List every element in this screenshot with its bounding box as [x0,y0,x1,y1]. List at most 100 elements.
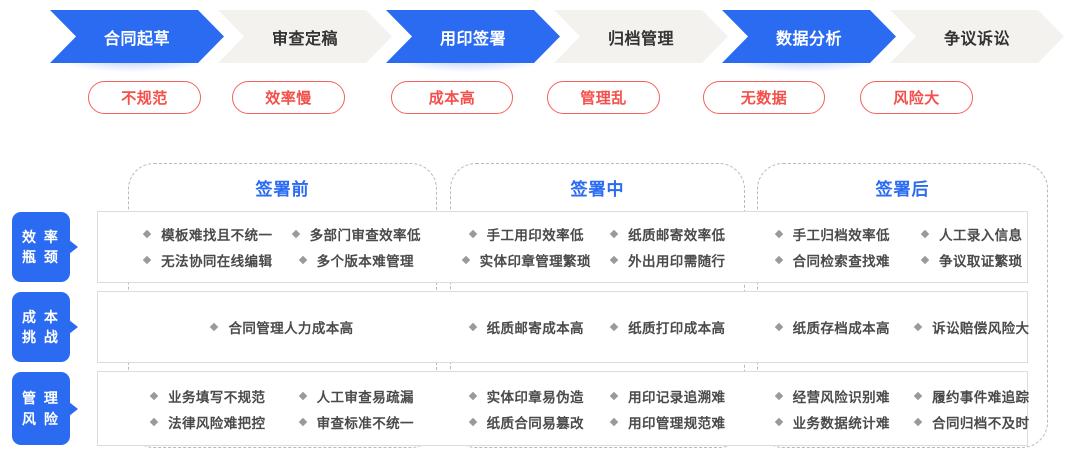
matrix-list-item: 实体印章管理繁琐 [456,250,598,270]
matrix-list-item: 纸质邮寄效率低 [598,224,740,244]
matrix-list-item: 经营风险识别难 [763,386,903,406]
row-tag-line-2: 风 险 [22,410,60,427]
diamond-bullet-icon [142,229,152,239]
diamond-bullet-icon [298,417,307,426]
pain-point-badge-5[interactable]: 无数据 [703,81,825,114]
matrix-list-item: 用印记录追溯难 [598,386,740,406]
matrix-list-item-label: 无法协同在线编辑 [161,254,273,269]
matrix-list-item-label: 法律风险难把控 [168,415,266,431]
matrix-list-item: 人工审查易疏漏 [283,386,432,406]
matrix-list-item: 纸质存档成本高 [763,317,903,337]
matrix-list-item-label: 模板难找且不统一 [161,228,273,243]
matrix-cell-r1-c1: 模板难找且不统一 多部门审查效率低无法协同在线编辑多个版本难管理 [134,211,431,283]
matrix-list-item: 业务数据统计难 [763,412,903,432]
matrix-list-item: 模板难找且不统一 [134,224,283,244]
matrix-list-item-label: 用印记录追溯难 [628,389,726,405]
matrix-list-item: 多个版本难管理 [283,250,432,270]
process-flow: 合同起草 审查定稿 用印签署 归档管理 数据分析 争议诉讼 [0,10,1080,72]
diamond-bullet-icon [291,229,300,239]
matrix-cell-r3-c3: 经营风险识别难 履约事件难追踪业务数据统计难 合同归档不及时 [763,371,1042,446]
matrix-cell-r3-c1: 业务填写不规范 人工审查易疏漏法律风险难把控 审查标准不统一 [134,371,431,446]
pain-point-badge-1[interactable]: 不规范 [88,81,201,114]
matrix-list-item: 用印管理规范难 [598,412,740,432]
matrix-row-1 [97,211,1028,283]
flow-step-label: 审查定稿 [271,30,338,48]
matrix-list-item-label: 合同归档不及时 [932,415,1030,431]
matrix-list-item: 合同检索查找难 [763,250,903,270]
matrix-row-2 [97,291,1028,363]
matrix-list-item-label: 多部门审查效率低 [309,228,421,243]
matrix-list-item: 业务填写不规范 [134,386,283,406]
pain-point-badge-4[interactable]: 管理乱 [547,81,660,114]
diamond-bullet-icon [609,322,619,332]
diamond-bullet-icon [609,229,619,239]
diamond-bullet-icon [468,391,477,400]
matrix-cell-r2-c1: 合同管理人力成本高 [134,291,431,363]
matrix-list-item: 外出用印需随行 [598,250,740,270]
diamond-bullet-icon [298,391,307,400]
diamond-bullet-icon [774,391,783,400]
matrix-cell-r2-c3: 纸质存档成本高 诉讼赔偿风险大 [763,291,1042,363]
matrix-list-item: 手工用印效率低 [456,224,598,244]
diamond-bullet-icon [774,229,783,239]
diamond-bullet-icon [913,322,923,332]
diamond-bullet-icon [142,255,152,265]
matrix-column-title-2: 签署中 [570,179,625,199]
diamond-bullet-icon [920,255,930,265]
diamond-bullet-icon [298,255,307,265]
flow-step-3[interactable]: 用印签署 [386,10,560,72]
matrix-list-item-label: 争议取证繁琐 [939,254,1023,269]
matrix-row-tag-3: 管 理风 险 [12,372,78,445]
matrix-list-item-label: 纸质邮寄成本高 [486,321,584,336]
flow-step-label: 争议诉讼 [943,30,1010,48]
diamond-bullet-icon [149,417,159,426]
flow-step-label: 用印签署 [439,30,506,48]
flow-step-1[interactable]: 合同起草 [50,10,224,72]
row-tag-line-1: 成 本 [22,308,60,325]
diamond-bullet-icon [774,322,783,332]
matrix-list-item: 人工录入信息 [903,224,1043,244]
matrix-row-3 [97,371,1028,446]
matrix-list-item-label: 手工用印效率低 [486,228,584,243]
flow-step-5[interactable]: 数据分析 [722,10,896,72]
row-tag-line-1: 管 理 [22,390,60,407]
matrix-list-item-label: 人工审查易疏漏 [316,389,414,405]
matrix-list-item-label: 审查标准不统一 [316,415,414,431]
matrix-list-item: 纸质打印成本高 [598,317,740,337]
flow-step-4[interactable]: 归档管理 [554,10,728,63]
matrix-list-item-label: 合同管理人力成本高 [228,321,354,336]
matrix-list-item-label: 诉讼赔偿风险大 [932,321,1030,336]
matrix-list-item: 纸质合同易篡改 [456,412,598,432]
diamond-bullet-icon [210,322,219,332]
matrix-list-item: 审查标准不统一 [283,412,432,432]
pain-point-badge-6[interactable]: 风险大 [860,81,973,114]
pain-point-badge-3[interactable]: 成本高 [391,81,513,114]
flow-step-label: 数据分析 [775,30,842,48]
row-tag-line-2: 瓶 颈 [22,249,60,265]
diamond-bullet-icon [609,417,619,426]
diamond-bullet-icon [468,417,477,426]
flow-step-2[interactable]: 审查定稿 [218,10,392,63]
diamond-bullet-icon [913,391,923,400]
flow-step-6[interactable]: 争议诉讼 [890,10,1064,63]
matrix-cell-r2-c2: 纸质邮寄成本高 纸质打印成本高 [456,291,739,363]
matrix-cell-r3-c2: 实体印章易伪造 用印记录追溯难纸质合同易篡改用印管理规范难 [456,371,739,446]
diamond-bullet-icon [609,255,619,265]
matrix-list-item: 实体印章易伪造 [456,386,598,406]
matrix-list-item-label: 履约事件难追踪 [932,389,1030,405]
row-tag-line-2: 挑 战 [22,329,60,345]
matrix-list-item: 合同管理人力成本高 [134,317,431,337]
flow-step-label: 合同起草 [103,30,170,48]
matrix-list-item-label: 手工归档效率低 [792,228,890,243]
matrix-list-item-label: 人工录入信息 [939,228,1023,243]
matrix-list-item: 多部门审查效率低 [283,224,432,244]
matrix-list-item-label: 外出用印需随行 [628,254,726,269]
matrix-column-title-3: 签署后 [875,179,930,199]
chevron-shape [890,10,1064,63]
matrix-list-item-label: 合同检索查找难 [792,254,890,269]
matrix-list-item-label: 纸质打印成本高 [628,321,726,336]
matrix-list-item: 争议取证繁琐 [903,250,1043,270]
chevron-shape [386,10,560,63]
pain-point-badge-2[interactable]: 效率慢 [232,81,345,114]
matrix-list-item-label: 业务数据统计难 [792,415,890,431]
